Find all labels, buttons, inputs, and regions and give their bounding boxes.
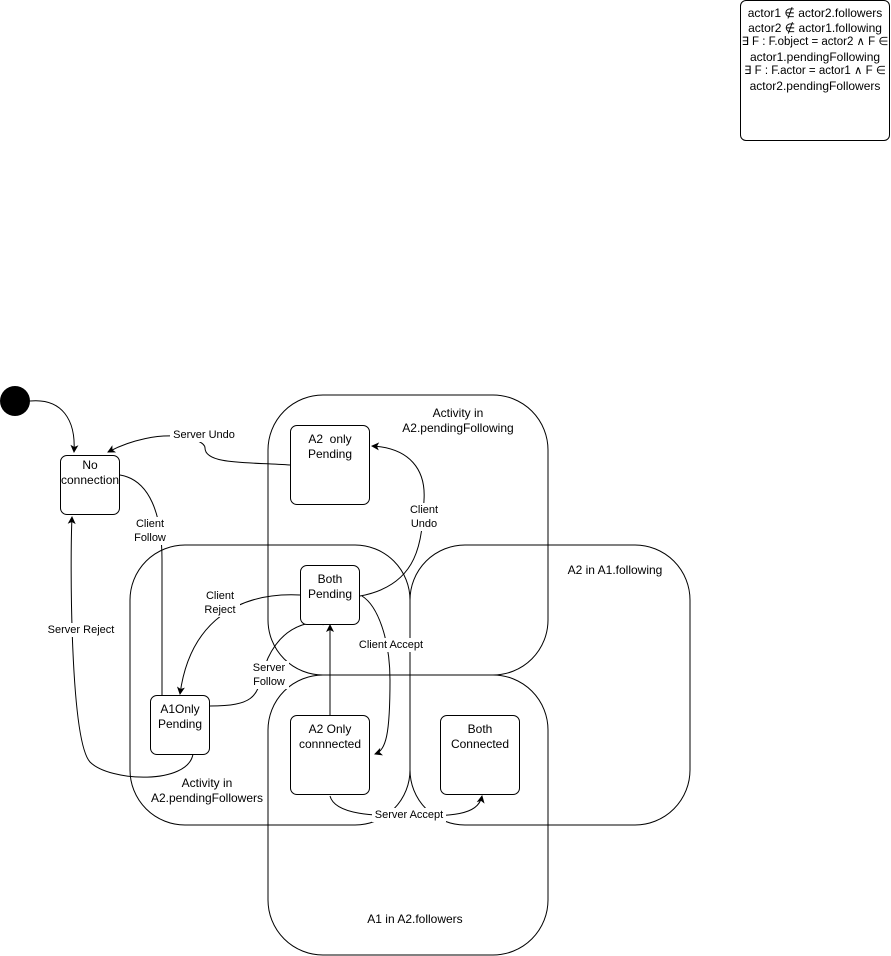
state-a1-only-pending[interactable]: A1Only Pending xyxy=(150,695,210,755)
label-server-follow: Server Follow xyxy=(249,661,289,689)
state-label: Both xyxy=(467,722,493,736)
state-label: A1Only xyxy=(160,702,200,716)
state-both-pending[interactable]: Both Pending xyxy=(300,565,360,625)
edge-server-reject xyxy=(67,516,194,778)
region-label-a1-following: A2 in A1.following xyxy=(567,563,663,577)
note-line: ∃ F : F.actor = actor1 ∧ F ∈ xyxy=(744,65,886,77)
state-label: Pending xyxy=(307,587,353,601)
condition-note: actor1 ∉ actor2.followers actor2 ∉ actor… xyxy=(740,0,890,141)
label-client-accept: Client Accept xyxy=(355,638,427,652)
note-line: actor1 ∉ actor2.followers xyxy=(747,6,883,20)
region-a1-following xyxy=(409,544,691,826)
state-label: connnected xyxy=(298,737,362,751)
edge-label-line: Client xyxy=(135,518,165,530)
label-server-accept: Server Accept xyxy=(372,808,446,822)
state-label: connection xyxy=(61,473,120,487)
edge-label-line: Server xyxy=(252,662,286,674)
note-line: ∃ F : F.object = actor2 ∧ F ∈ xyxy=(741,36,889,48)
state-a2-only-connected[interactable]: A2 Only connnected xyxy=(290,715,370,795)
region-a2-followers xyxy=(267,674,549,956)
edge-client-accept xyxy=(361,595,391,756)
edge-initial xyxy=(29,400,79,453)
region-label-line: Activity in xyxy=(432,406,484,420)
state-label: A2 only xyxy=(308,432,352,446)
edge-label-line: Follow xyxy=(253,676,285,688)
label-server-undo: Server Undo xyxy=(170,428,238,442)
state-label: Connected xyxy=(450,737,510,751)
edge-client-follow xyxy=(119,474,163,731)
label-client-follow: Client Follow xyxy=(130,517,170,545)
state-no-connection[interactable]: No connection xyxy=(60,455,120,515)
initial-state-dot xyxy=(0,386,30,416)
state-label: Both xyxy=(317,572,343,586)
state-a2-only-pending[interactable]: A2 only Pending xyxy=(290,425,370,505)
state-label: A2 Only xyxy=(308,722,352,736)
state-label: No xyxy=(82,458,98,472)
label-client-undo: Client Undo xyxy=(406,503,442,531)
edge-label-line: Reject xyxy=(204,604,236,616)
note-line: actor1.pendingFollowing xyxy=(749,49,881,64)
label-server-reject: Server Reject xyxy=(45,623,117,637)
edge-label-line: Follow xyxy=(134,532,166,544)
label-client-reject: Client Reject xyxy=(200,589,240,617)
edge-label-line: Client xyxy=(205,590,235,602)
note-line: actor2.pendingFollowers xyxy=(749,78,881,93)
edge-label-line: Client xyxy=(409,504,439,516)
edge-label-line: Undo xyxy=(410,518,438,530)
region-label-pending-followers: Activity in A2.pendingFollowers xyxy=(142,776,272,806)
edge-server-undo xyxy=(107,435,291,466)
note-line: actor2 ∉ actor1.following xyxy=(748,20,882,35)
region-label-pending-following: Activity in A2.pendingFollowing xyxy=(398,406,518,436)
state-label: Pending xyxy=(307,447,353,461)
state-both-connected[interactable]: Both Connected xyxy=(440,715,520,795)
region-label-line: Activity in xyxy=(181,776,233,790)
region-label-line: A2.pendingFollowing xyxy=(402,421,514,435)
state-label: Pending xyxy=(157,717,203,731)
region-label-line: A2.pendingFollowers xyxy=(150,791,264,805)
region-label-a2-followers: A1 in A2.followers xyxy=(367,912,463,926)
